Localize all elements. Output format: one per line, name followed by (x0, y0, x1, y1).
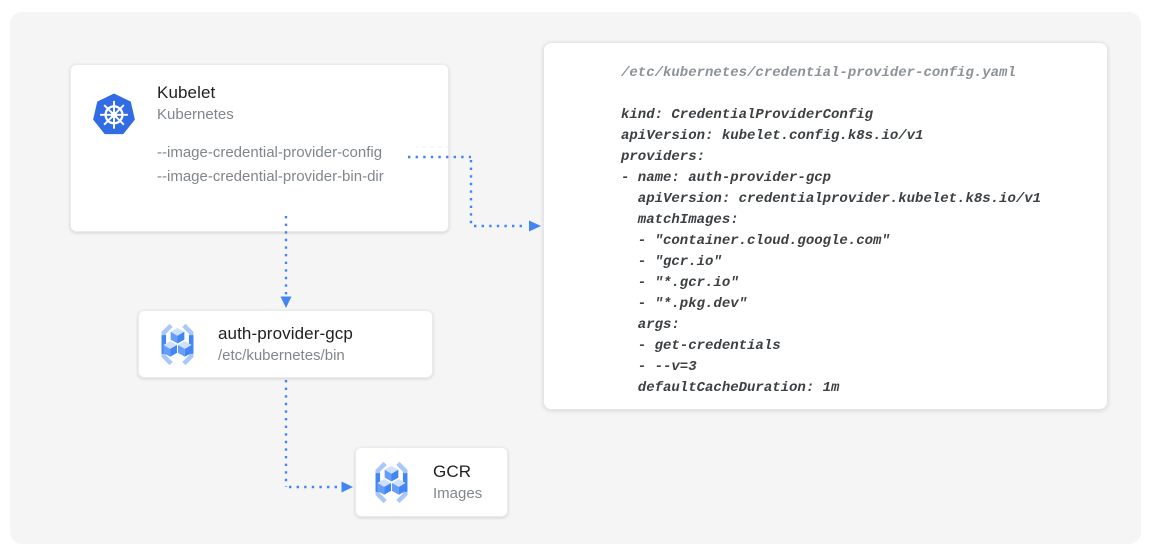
flag-image-credential-provider-config: --image-credential-provider-config (157, 144, 383, 161)
auth-provider-gcp-card: auth-provider-gcp /etc/kubernetes/bin (138, 310, 433, 378)
arrowhead-into-auth (280, 296, 292, 308)
config-file-path: /etc/kubernetes/credential-provider-conf… (621, 65, 1016, 81)
arrowhead-into-gcr (341, 481, 353, 493)
kubelet-subtitle: Kubernetes (157, 106, 234, 123)
gcr-icon (154, 321, 201, 368)
flag-image-credential-provider-bin-dir: --image-credential-provider-bin-dir (157, 168, 384, 185)
kubelet-flags: --image-credential-provider-config --ima… (157, 141, 384, 189)
arrowhead-into-panel (529, 220, 541, 232)
kubelet-card: Kubelet Kubernetes --image-credential-pr… (70, 64, 449, 232)
gcr-title: GCR (433, 461, 472, 481)
gcr-subtitle: Images (433, 484, 483, 502)
credential-provider-config-panel: /etc/kubernetes/credential-provider-conf… (543, 42, 1108, 410)
yaml-code: kind: CredentialProviderConfig apiVersio… (621, 107, 1042, 396)
diagram-canvas: Kubelet Kubernetes --image-credential-pr… (10, 12, 1141, 544)
gcr-card: GCR Images (355, 447, 508, 517)
kubernetes-icon (91, 92, 137, 138)
gcr-icon (368, 459, 415, 506)
kubelet-title: Kubelet (157, 83, 216, 102)
auth-provider-gcp-title: auth-provider-gcp (218, 323, 353, 343)
auth-provider-gcp-path: /etc/kubernetes/bin (218, 346, 345, 364)
